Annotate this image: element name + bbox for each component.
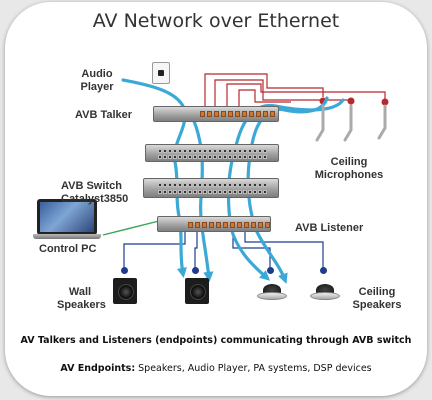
control-pc-base xyxy=(33,234,101,239)
wall-speaker-node xyxy=(192,267,199,274)
avb-listener-label: AVB Listener xyxy=(295,222,364,234)
diagram-title: AV Network over Ethernet xyxy=(92,10,340,32)
avb-switch-device xyxy=(143,178,279,198)
speaker-cables xyxy=(123,232,324,270)
ceiling-microphones xyxy=(315,104,387,142)
wall-speaker xyxy=(185,278,209,304)
ceiling-microphones-label: Ceiling Microphones xyxy=(314,156,384,181)
caption-line-2: AV Endpoints: Speakers, Audio Player, PA… xyxy=(5,363,427,374)
mic-cables xyxy=(204,73,386,106)
wall-speaker xyxy=(113,278,137,304)
mic-dots xyxy=(319,97,389,106)
avb-talker-label: AVB Talker xyxy=(75,109,133,121)
ceiling-speaker-node xyxy=(320,267,327,274)
diagram-card: AV Network over Ethernet xyxy=(5,2,427,396)
ceiling-speaker xyxy=(257,284,287,300)
avb-talker-device xyxy=(153,106,279,122)
wall-speaker-node xyxy=(121,267,128,274)
pc-cable xyxy=(102,219,164,236)
caption-line-2-bold: AV Endpoints: xyxy=(60,363,136,374)
caption-line-2-rest: Speakers, Audio Player, PA systems, DSP … xyxy=(135,363,372,374)
wall-speakers-label: Wall Speakers xyxy=(57,286,106,311)
avb-switch-label: AVB Switch Catalyst3850 xyxy=(61,180,129,205)
audio-player-device xyxy=(152,62,170,84)
ceiling-speakers-label: Ceiling Speakers xyxy=(352,286,402,311)
control-pc-label: Control PC xyxy=(39,243,97,255)
audio-player-label: Audio Player xyxy=(80,68,114,93)
control-pc-device xyxy=(37,199,97,235)
caption-line-1: AV Talkers and Listeners (endpoints) com… xyxy=(20,335,412,346)
ceiling-speaker-node xyxy=(267,267,274,274)
avb-switch-upper-device xyxy=(145,144,279,162)
avb-listener-device xyxy=(157,216,271,232)
ceiling-speaker xyxy=(310,284,340,300)
